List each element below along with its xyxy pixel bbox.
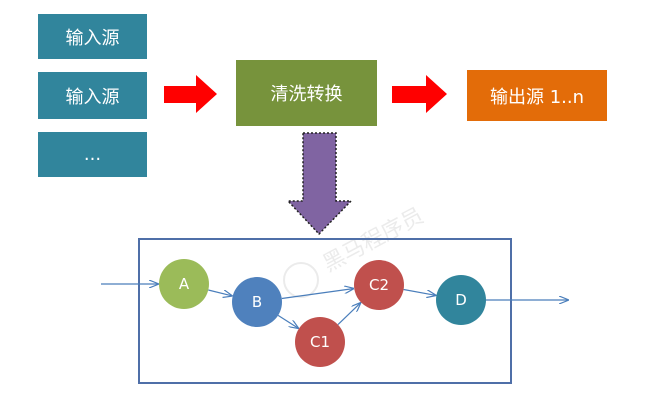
node-c1 — [295, 317, 345, 367]
red-arrow-right — [392, 75, 447, 113]
output-box: 输出源 1..n — [467, 70, 607, 121]
transform-label: 清洗转换 — [270, 84, 343, 105]
edge-c2-d — [403, 288, 436, 296]
graph-frame — [138, 238, 512, 384]
node-label-d: D — [455, 291, 467, 309]
edge-c1-c2 — [337, 303, 360, 326]
graph-edges — [208, 289, 435, 329]
transform-box: 清洗转换 — [236, 60, 377, 126]
node-a — [159, 259, 209, 309]
source-label-2: 输入源 — [65, 86, 120, 108]
edge-b-c2 — [281, 289, 353, 300]
node-label-b: B — [252, 293, 262, 311]
node-label-a: A — [179, 275, 190, 293]
source-label-1: 输入源 — [65, 27, 120, 49]
red-arrow-left — [164, 75, 217, 113]
watermark-logo-icon — [283, 262, 319, 298]
source-label-3: ... — [83, 144, 102, 165]
graph-nodes: A B C1 C2D — [159, 259, 486, 367]
edge-b-c1 — [277, 314, 298, 328]
source-box-1: 输入源 — [38, 14, 147, 59]
node-b — [232, 277, 282, 327]
output-label: 输出源 1..n — [489, 86, 585, 108]
purple-down-arrow — [286, 132, 353, 236]
node-label-c1: C1 — [310, 333, 330, 351]
node-label-c2: C2 — [369, 276, 389, 294]
node-c2 — [354, 260, 404, 310]
node-d — [436, 275, 486, 325]
source-box-3: ... — [38, 132, 147, 177]
edge-a-b — [208, 289, 232, 296]
source-box-2: 输入源 — [38, 72, 147, 119]
